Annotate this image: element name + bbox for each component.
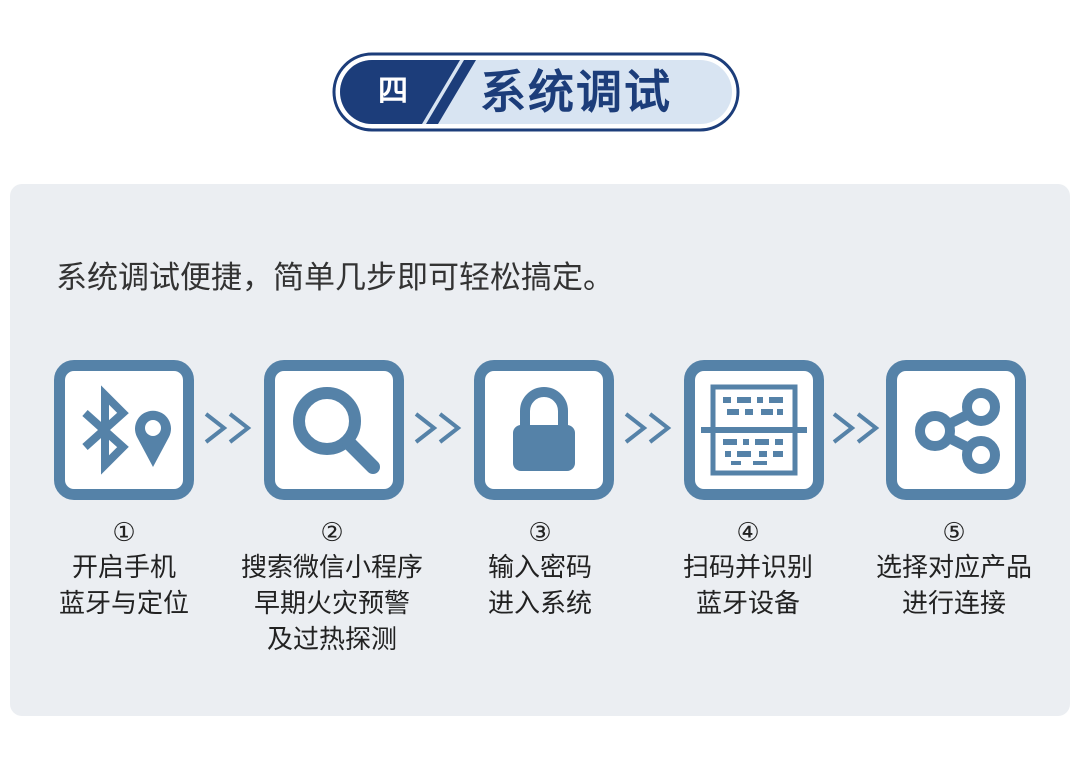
step-number: ④ <box>736 518 760 548</box>
step-2-caption: ② 搜索微信小程序 早期火灾预警 及过热探测 <box>232 518 432 658</box>
qr-scan-icon <box>701 384 807 476</box>
step-5-caption: ⑤ 选择对应产品 进行连接 <box>854 518 1054 622</box>
step-caption-line: 开启手机 <box>71 553 176 583</box>
step-caption-line: 输入密码 <box>487 553 592 583</box>
header-badge-shape <box>332 52 740 132</box>
step-3-icon-box <box>474 360 614 500</box>
step-caption-line: 进行连接 <box>901 589 1006 619</box>
step-2-icon-box <box>264 360 404 500</box>
chevron-right-icon <box>624 412 672 444</box>
step-number: ① <box>112 518 136 548</box>
step-caption-line: 蓝牙设备 <box>695 589 800 619</box>
chevron-right-icon <box>414 412 462 444</box>
section-number: 四 <box>378 74 408 109</box>
step-caption-line: 早期火灾预警 <box>253 589 410 619</box>
step-4-icon-box <box>684 360 824 500</box>
step-4-caption: ④ 扫码并识别 蓝牙设备 <box>648 518 848 622</box>
step-caption-line: 搜索微信小程序 <box>240 553 423 583</box>
intro-text: 系统调试便捷，简单几步即可轻松搞定。 <box>56 260 614 296</box>
step-caption-line: 选择对应产品 <box>875 553 1032 583</box>
chevron-right-icon <box>204 412 252 444</box>
chevron-right-icon <box>832 412 880 444</box>
step-5-icon-box <box>886 360 1026 500</box>
step-caption-line: 蓝牙与定位 <box>58 589 189 619</box>
step-caption-line: 进入系统 <box>487 589 592 619</box>
step-3-caption: ③ 输入密码 进入系统 <box>440 518 640 622</box>
step-1-caption: ① 开启手机 蓝牙与定位 <box>24 518 224 622</box>
section-title: 系统调试 <box>480 65 672 119</box>
lock-icon <box>513 387 575 471</box>
step-number: ⑤ <box>942 518 966 548</box>
step-1-icon-box <box>54 360 194 500</box>
share-icon <box>915 388 1000 474</box>
bluetooth-location-icon <box>82 385 171 475</box>
step-number: ③ <box>528 518 552 548</box>
step-caption-line: 扫码并识别 <box>682 553 813 583</box>
step-number: ② <box>320 518 344 548</box>
step-caption-line: 及过热探测 <box>266 625 397 655</box>
section-header: 四 系统调试 <box>330 50 742 134</box>
search-icon <box>293 387 380 474</box>
